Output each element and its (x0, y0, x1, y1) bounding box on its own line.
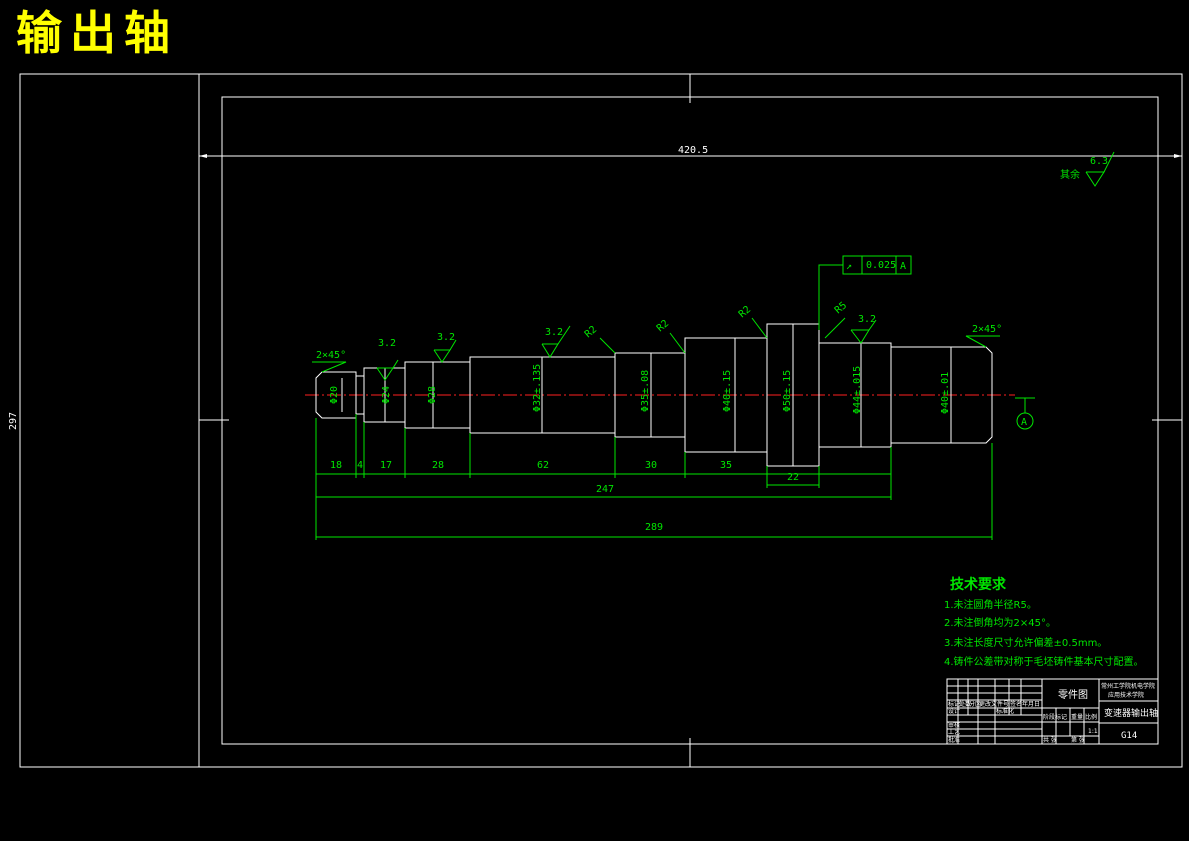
roughness-rest-value: 6.3 (1090, 156, 1108, 167)
length-label: 28 (432, 460, 444, 471)
datum-label: A (1021, 417, 1027, 428)
overall-width-label: 420.5 (678, 145, 708, 156)
tech-item: 4.铸件公差带对称于毛坯铸件基本尺寸配置。 (944, 655, 1144, 668)
tech-item: 1.未注圆角半径R5。 (944, 598, 1037, 611)
roughness-rest-label: 其余 (1060, 168, 1080, 181)
diameter-labels: Φ20 Φ24 Φ28 Φ32±.135 Φ35±.08 Φ40±.15 Φ50… (329, 364, 951, 414)
length-label: 289 (645, 522, 663, 533)
title-block: 标记 处数 分区 更改文件号 签名 年月日 设计 标准化 阶段标记 重量 比例 … (946, 678, 1159, 745)
diameter-label: Φ35±.08 (640, 370, 651, 412)
part-name: 变速器输出轴 (1104, 707, 1158, 719)
length-label: 4 (357, 460, 363, 471)
title-block-cell: 分区 (969, 700, 981, 708)
length-label: 22 (787, 472, 799, 483)
fillet-label: R2 (583, 324, 599, 340)
title-block-cell: 审核 (948, 721, 960, 729)
fillet-label: R2 (737, 304, 753, 320)
length-label: 17 (380, 460, 392, 471)
diameter-label: Φ50±.15 (782, 370, 793, 412)
diameter-label: Φ24 (381, 386, 392, 404)
roughness-label: 3.2 (858, 314, 876, 325)
diameter-label: Φ40±.15 (722, 370, 733, 412)
diameter-label: Φ44±.015 (852, 366, 863, 414)
diameter-label: Φ32±.135 (532, 364, 543, 412)
fillet-label: R5 (833, 300, 849, 316)
chamfer-annotations: 2×45° 2×45° (312, 324, 1002, 373)
fillet-label: R2 (655, 318, 671, 334)
title-block-cell: 批准 (948, 736, 960, 744)
length-dimensions: 18 4 17 28 62 30 35 22 247 289 (315, 414, 993, 540)
length-label: 62 (537, 460, 549, 471)
tech-item: 2.未注倒角均为2×45°。 (944, 616, 1056, 629)
roughness-label: 3.2 (437, 332, 455, 343)
chamfer-right-label: 2×45° (972, 324, 1002, 335)
drawing-type: 零件图 (1058, 689, 1088, 701)
title-block-cell: 处数 (959, 700, 971, 708)
roughness-label: 3.2 (545, 327, 563, 338)
roughness-symbols: 3.2 3.2 3.2 3.2 6.3 其余 (376, 151, 1115, 381)
title-block-cell: 标记 (948, 700, 960, 708)
datum-marker: A (1015, 397, 1035, 430)
title-block-cell: 更改文件号 (979, 700, 1009, 708)
title-block-cell: 设计 (948, 707, 960, 715)
diameter-label: Φ40±.01 (940, 372, 951, 414)
length-label: 30 (645, 460, 657, 471)
length-label: 18 (330, 460, 342, 471)
drawing-caption: 输出轴 (16, 6, 178, 60)
title-block-cell: 重量 (1071, 713, 1083, 721)
fillet-annotations: R2 R2 R2 R5 (583, 300, 849, 354)
school-subname: 应用技术学院 (1108, 691, 1144, 699)
overall-height-dimension: 297 (8, 412, 19, 430)
diameter-label: Φ28 (427, 386, 438, 404)
title-block-cell: 工艺 (948, 728, 960, 736)
shaft-outline (315, 323, 993, 467)
tech-item: 3.未注长度尺寸允许偏差±0.5mm。 (944, 636, 1107, 649)
tolerance-datum: A (900, 261, 906, 272)
title-block-cell: 比例 (1085, 713, 1097, 721)
tech-title: 技术要求 (950, 576, 1007, 593)
diameter-label: Φ20 (329, 386, 340, 404)
title-block-cell: 标准化 (996, 707, 1014, 715)
length-label: 35 (720, 460, 732, 471)
overall-width-dimension: 420.5 (199, 145, 1182, 158)
overall-height-label: 297 (8, 412, 19, 430)
title-block-cell: 年月日 (1022, 700, 1040, 708)
tolerance-value: 0.025 (866, 260, 896, 271)
title-block-cell: 第 张 (1071, 736, 1085, 744)
school-name: 常州工学院机电学院 (1101, 682, 1155, 690)
tolerance-symbol: ↗ (846, 261, 852, 272)
roughness-label: 3.2 (378, 338, 396, 349)
chamfer-left-label: 2×45° (316, 350, 346, 361)
length-label: 247 (596, 484, 614, 495)
title-block-cell: 阶段标记 (1043, 713, 1067, 721)
tolerance-frame: ↗ 0.025 A (818, 255, 912, 330)
technical-requirements: 技术要求 1.未注圆角半径R5。 2.未注倒角均为2×45°。 3.未注长度尺寸… (944, 576, 1144, 668)
title-block-cell: 签名 (1010, 700, 1022, 708)
title-block-scale: 1:1 (1088, 728, 1098, 735)
drawing-number: G14 (1121, 731, 1137, 741)
sheet-border (19, 73, 1183, 768)
title-block-cell: 共 张 (1043, 736, 1057, 744)
